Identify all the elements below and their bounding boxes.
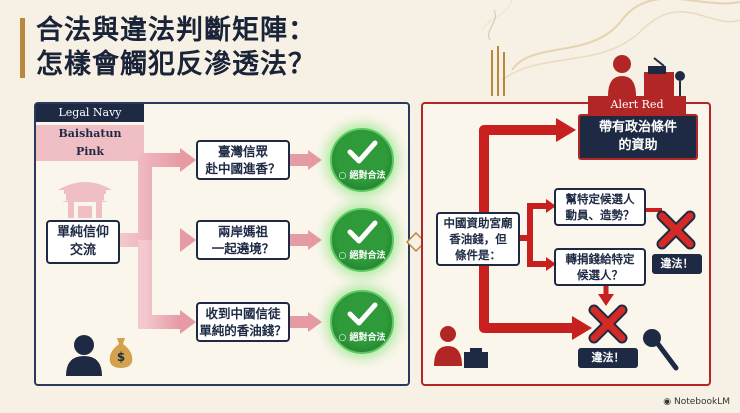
source-line-1: 單純信仰	[56, 225, 109, 240]
right-source-line-2: 香油錢，但	[449, 232, 507, 246]
illegal-label-small: 違法！	[652, 254, 702, 274]
legal-badge-3: ○ 絕對合法	[330, 290, 394, 354]
source-line-2: 交流	[69, 243, 96, 258]
microphone-icon	[643, 329, 679, 371]
china-funded-temple-box: 中國資助宮廟 香油錢，但 條件是：	[436, 212, 520, 266]
notebooklm-logo-icon: ◉	[663, 397, 674, 407]
footer-brand-label: NotebookLM	[673, 397, 730, 407]
pure-faith-exchange-box: 單純信仰 交流	[46, 220, 120, 264]
question-box-pilgrimage: 臺灣信眾赴中國進香？	[196, 140, 290, 180]
check-icon	[347, 220, 378, 244]
temple-icon	[58, 182, 112, 218]
question-2-line-1: 兩岸媽祖	[217, 224, 268, 239]
x-mark-icon	[656, 210, 696, 250]
conditional-line-2: 的資助	[618, 138, 658, 153]
question-3-line-1: 收到中國信徒	[205, 306, 281, 321]
question-1-line-1: 臺灣信眾	[217, 144, 268, 159]
case-1-line-2: 動員、造勢？	[565, 208, 635, 222]
money-bag-icon: $	[109, 338, 133, 368]
right-source-line-1: 中國資助宮廟	[443, 216, 513, 230]
legal-badge-2-label: ○ 絕對合法	[338, 251, 386, 261]
case-2-line-1: 轉捐錢給特定	[565, 252, 635, 266]
question-1-line-2: 赴中國進香？	[205, 161, 281, 176]
page-title: 合法與違法判斷矩陣： 怎樣會觸犯反滲透法？	[36, 14, 316, 82]
case-box-mobilize: 幫特定候選人動員、造勢？	[554, 188, 646, 226]
svg-text:$: $	[117, 350, 125, 364]
right-source-line-3: 條件是：	[455, 248, 501, 262]
case-box-transfer: 轉捐錢給特定候選人？	[554, 248, 646, 286]
conditional-line-1: 帶有政治條件	[598, 120, 677, 135]
title-accent-bar	[20, 18, 25, 78]
question-2-line-2: 一起遶境？	[211, 241, 275, 256]
baishatun-pink-tag: Baishatun Pink	[36, 125, 144, 161]
legal-navy-tag: Legal Navy	[36, 104, 144, 122]
question-box-procession: 兩岸媽祖一起遶境？	[196, 220, 290, 260]
person-silhouette-icon	[66, 335, 102, 376]
legal-badge-3-label: ○ 絕對合法	[338, 333, 386, 343]
notebooklm-brand: ◉ NotebookLM	[663, 397, 730, 407]
title-line-2: 怎樣會觸犯反滲透法？	[36, 49, 316, 80]
incense-icon	[481, 0, 740, 96]
title-line-1: 合法與違法判斷矩陣：	[36, 15, 316, 46]
political-conditions-box: 帶有政治條件 的資助	[578, 114, 698, 160]
legal-badge-1-label: ○ 絕對合法	[338, 171, 386, 181]
x-mark-icon-large	[588, 304, 628, 344]
question-3-line-2: 單純的香油錢？	[199, 323, 287, 338]
case-2-line-2: 候選人？	[577, 268, 623, 282]
legal-badge-1: ○ 絕對合法	[330, 128, 394, 192]
speaker-podium-icon	[608, 55, 685, 96]
illegal-label-bottom: 違法！	[578, 348, 638, 368]
case-1-line-1: 幫特定候選人	[565, 192, 635, 206]
alert-red-tag: Alert Red	[588, 96, 686, 114]
legal-badge-2: ○ 絕對合法	[330, 208, 394, 272]
check-icon	[347, 302, 378, 326]
ballot-box-icon	[434, 326, 488, 368]
question-box-donation: 收到中國信徒單純的香油錢？	[196, 302, 290, 342]
check-icon	[347, 140, 378, 164]
